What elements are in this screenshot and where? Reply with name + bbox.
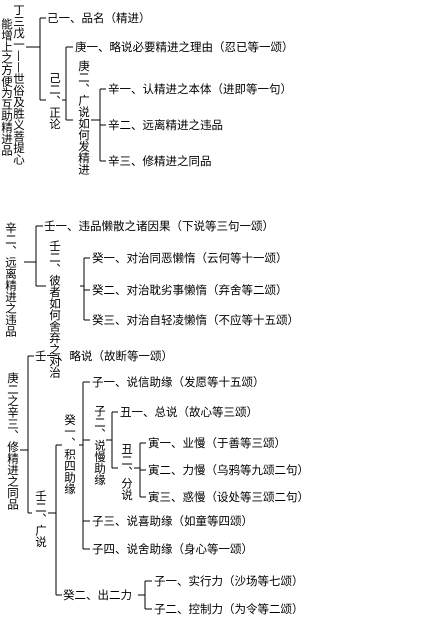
- section2-ren1: 壬一、违品懒散之诸因果（下说等三句一颂）: [44, 219, 274, 233]
- section3-ren1: 壬一、略说（故断等一颂）: [35, 349, 173, 363]
- section1-root-line-b: 能增上之方便为互助精进品: [0, 18, 14, 156]
- section3-zi2-1: 子一、实行力（沙场等七颂）: [154, 574, 304, 588]
- section2-root: 辛二、远离精进之违品: [4, 222, 18, 337]
- section1-xin1: 辛一、认精进之本体（进即等一句）: [108, 82, 292, 96]
- section1-geng2: 庚二、广说如何发精进: [77, 60, 91, 175]
- section3-yin3: 寅三、惑慢（设处等三颂二句）: [148, 490, 309, 504]
- section2-gui3: 癸三、对治自轻凌懒惰（不应等十五颂）: [92, 313, 299, 327]
- section3-chou1: 丑一、总说（故心等三颂）: [120, 405, 258, 419]
- section3-chou2: 丑二、分说: [120, 443, 134, 501]
- section3-zi2: 子二、说慢助缘: [93, 405, 107, 486]
- section1-xin2: 辛二、远离精进之违品: [108, 118, 223, 132]
- section3-root: 庚二之辛三、修精进之同品: [6, 372, 20, 510]
- section2-ren2: 壬二、彼者如何舍弃之对治: [48, 240, 62, 378]
- section2-gui1: 癸一、对治同恶懒惰（云何等十一颂）: [92, 251, 288, 265]
- section1-root-line-a: 丁三戊一——世俗及胜义菩提心: [12, 4, 26, 165]
- section3-yin2: 寅二、力慢（乌鸦等九颂二句）: [148, 463, 309, 477]
- section1-ji1: 己一、品名（精进）: [47, 11, 151, 25]
- section3-yin1: 寅一、业慢（于善等三颂）: [148, 436, 286, 450]
- section1-geng1: 庚一、略说必要精进之理由（忍已等一颂）: [75, 40, 294, 54]
- section3-zi3: 子三、说喜助缘（如童等四颂）: [92, 514, 253, 528]
- section3-ren2: 壬二、广说: [34, 490, 48, 548]
- section3-zi4: 子四、说舍助缘（身心等一颂）: [92, 542, 253, 556]
- section3-gui2: 癸二、出二力: [63, 588, 132, 602]
- section3-zi1: 子一、说信助缘（发愿等十五颂）: [92, 375, 265, 389]
- section1-ji2: 己二、正论: [48, 72, 62, 130]
- section3-gui1: 癸一、积四助缘: [63, 414, 77, 495]
- section3-zi2-2: 子二、控制力（为令等二颂）: [154, 602, 304, 616]
- section1-xin3: 辛三、修精进之同品: [108, 154, 212, 168]
- section2-gui2: 癸二、对治耽劣事懒惰（弃舍等二颂）: [92, 283, 288, 297]
